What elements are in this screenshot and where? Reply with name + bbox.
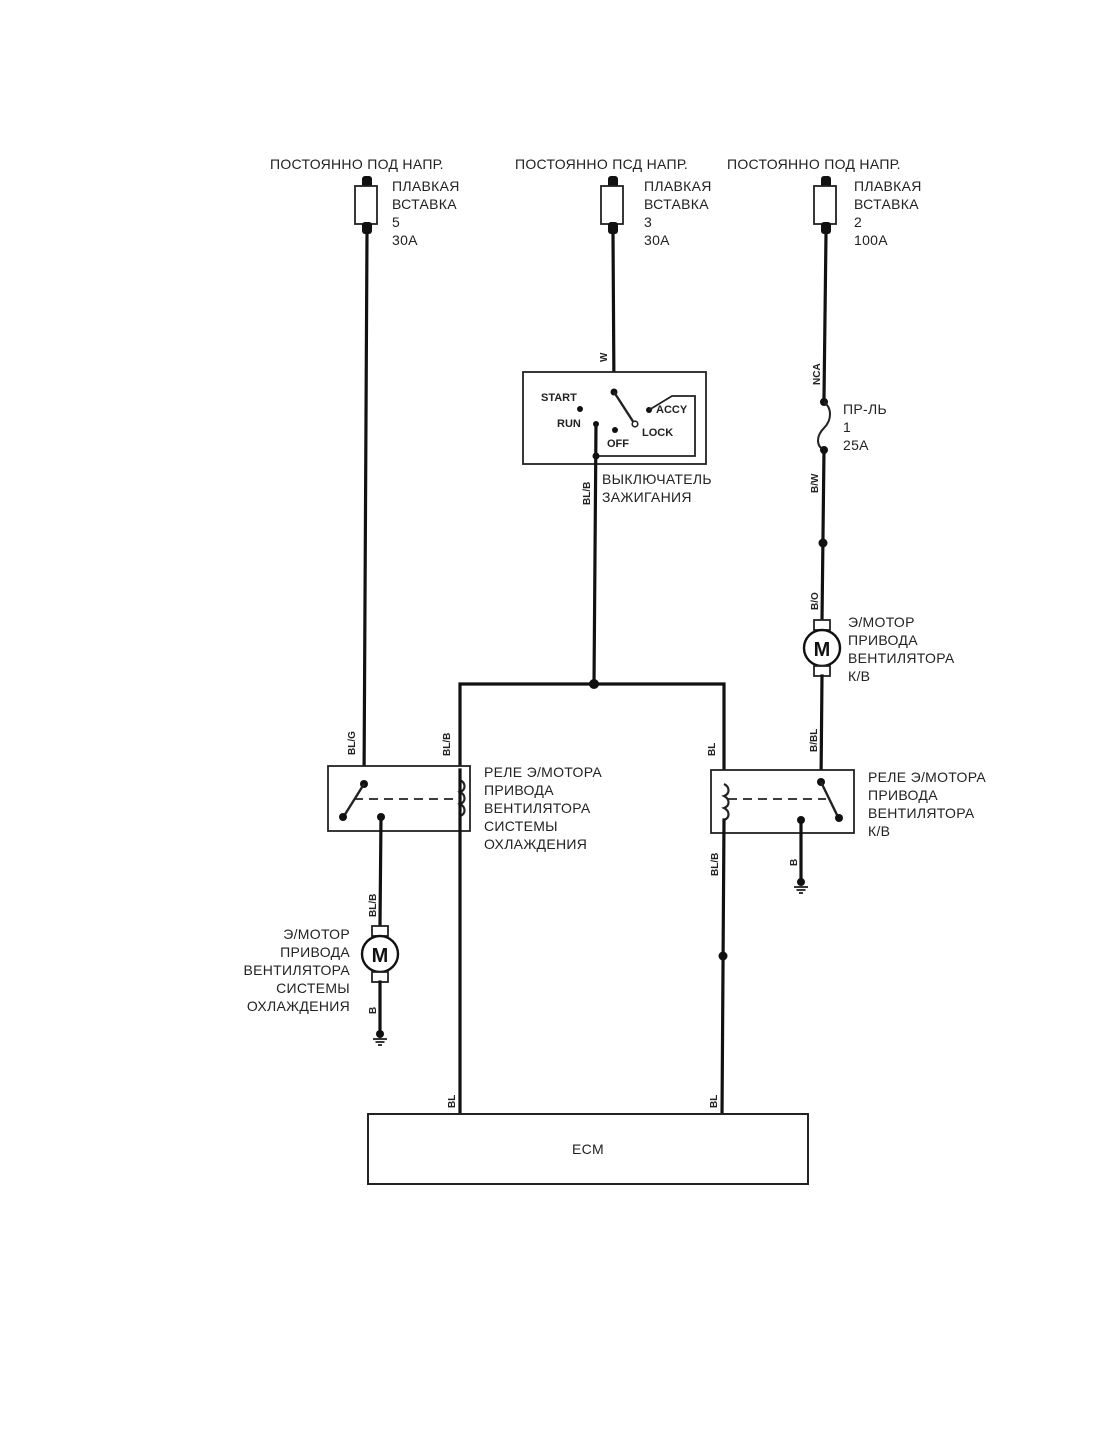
ac-relay-label-2: ПРИВОДА	[868, 787, 938, 803]
fuse2-text-2: ВСТАВКА	[854, 196, 919, 212]
fuse5-text-3: 5	[392, 214, 400, 230]
ac-motor-label-4: К/В	[848, 668, 870, 684]
wire-label-bl-b-ac-coil-out: BL/B	[710, 853, 721, 876]
ac-motor-label-1: Э/МОТОР	[848, 614, 915, 630]
cooling-fan-motor-symbol	[360, 925, 400, 983]
ac-motor-label-2: ПРИВОДА	[848, 632, 918, 648]
ac-relay-box	[710, 769, 855, 834]
ground-icon	[794, 878, 808, 894]
fuse3-text-3: 3	[644, 214, 652, 230]
cooling-relay-label-4: СИСТЕМЫ	[484, 818, 558, 834]
fuse2-text-3: 2	[854, 214, 862, 230]
fuse-1-symbol	[817, 398, 831, 454]
fuse2-text-1: ПЛАВКАЯ	[854, 178, 922, 194]
ac-motor-label-3: ВЕНТИЛЯТОРА	[848, 650, 955, 666]
fuse3-text-1: ПЛАВКАЯ	[644, 178, 712, 194]
fuse1-text-1: ПР-ЛЬ	[843, 401, 887, 417]
wire-label-bl-ac-coil: BL	[707, 743, 718, 756]
cooling-relay-label-1: РЕЛЕ Э/МОТОРА	[484, 764, 602, 780]
power-source-label-1: ПОСТОЯННО ПОД НАПР.	[270, 156, 444, 172]
fuse3-text-4: 30A	[644, 232, 670, 248]
wire-fuse2-out	[822, 232, 828, 400]
wire-label-b-ac-gnd: B	[789, 859, 800, 866]
wire-label-bl-b-ign: BL/B	[582, 482, 593, 505]
power-source-label-3: ПОСТОЯННО ПОД НАПР.	[727, 156, 901, 172]
cooling-motor-label-5: ОХЛАЖДЕНИЯ	[247, 998, 350, 1014]
cooling-motor-label-3: ВЕНТИЛЯТОРА	[243, 962, 350, 978]
ac-motor-m-label: M	[814, 639, 831, 661]
wire-label-nca: NCA	[812, 363, 823, 385]
wire-label-bl-ecm-left: BL	[447, 1095, 458, 1108]
ignition-run-label: RUN	[557, 418, 581, 430]
fusible-link-2	[813, 176, 837, 234]
wire-relay-to-cooling-motor	[378, 815, 383, 928]
connector-dot	[718, 951, 728, 961]
wire-label-w: W	[599, 352, 610, 362]
fuse5-text-2: ВСТАВКА	[392, 196, 457, 212]
ignition-accy-label: ACCY	[656, 404, 688, 416]
fusible-link-3	[600, 176, 624, 234]
cooling-motor-label-4: СИСТЕМЫ	[276, 980, 350, 996]
wire-label-bl-g: BL/G	[347, 731, 358, 755]
ignition-lock-label: LOCK	[642, 427, 673, 439]
ignition-switch-box	[522, 371, 707, 465]
wire-ac-motor-out	[819, 674, 824, 784]
power-source-label-2: ПОСТОЯННО ПСД НАПР.	[515, 156, 688, 172]
wire-label-b-bl: B/BL	[809, 729, 820, 752]
cooling-relay-label-5: ОХЛАЖДЕНИЯ	[484, 836, 587, 852]
wire-label-b-o: B/O	[810, 592, 821, 610]
wire-fuse5-to-relay	[362, 232, 369, 787]
ac-fan-motor-symbol	[802, 619, 842, 677]
fuse1-text-2: 1	[843, 419, 851, 435]
ground-icon	[373, 1030, 387, 1046]
wire-label-b-w: B/W	[810, 473, 821, 493]
fuse2-text-4: 100A	[854, 232, 888, 248]
wire-ignition-bus	[458, 682, 726, 774]
fuse5-text-4: 30A	[392, 232, 418, 248]
ecm-label: ECM	[572, 1141, 604, 1157]
fuse3-text-2: ВСТАВКА	[644, 196, 709, 212]
cooling-relay-label-2: ПРИВОДА	[484, 782, 554, 798]
wire-label-bl-ecm-right: BL	[709, 1095, 720, 1108]
cooling-motor-label-2: ПРИВОДА	[280, 944, 350, 960]
fusible-link-5	[354, 176, 378, 234]
wire-label-bl-b-cool-coil: BL/B	[442, 733, 453, 756]
wire-fuse3-to-ignition	[611, 232, 616, 394]
junction-dot	[589, 679, 599, 689]
wire-label-b-cool-gnd: B	[368, 1007, 379, 1014]
wire-label-bl-b-cool-motor: BL/B	[368, 894, 379, 917]
ignition-label-1: ВЫКЛЮЧАТЕЛЬ	[602, 471, 712, 487]
wire-ac-coil-to-ecm	[720, 818, 726, 1118]
cooling-relay-contacts	[339, 779, 466, 821]
fuse1-text-3: 25A	[843, 437, 869, 453]
cooling-motor-m-label: M	[372, 945, 389, 967]
fuse5-text-1: ПЛАВКАЯ	[392, 178, 460, 194]
ac-relay-label-1: РЕЛЕ Э/МОТОРА	[868, 769, 986, 785]
ac-relay-label-3: ВЕНТИЛЯТОРА	[868, 805, 975, 821]
wire-fuse1-out	[820, 448, 826, 622]
cooling-relay-label-3: ВЕНТИЛЯТОРА	[484, 800, 591, 816]
connector-dot	[818, 538, 828, 548]
ac-relay-label-4: К/В	[868, 823, 890, 839]
ecm-box	[367, 1113, 809, 1185]
ignition-label-2: ЗАЖИГАНИЯ	[602, 489, 692, 505]
ac-relay-contacts	[721, 778, 843, 824]
ignition-off-label: OFF	[607, 438, 629, 450]
wire-ignition-output	[592, 422, 598, 687]
ignition-start-label: START	[541, 392, 577, 404]
cooling-motor-label-1: Э/МОТОР	[283, 926, 350, 942]
